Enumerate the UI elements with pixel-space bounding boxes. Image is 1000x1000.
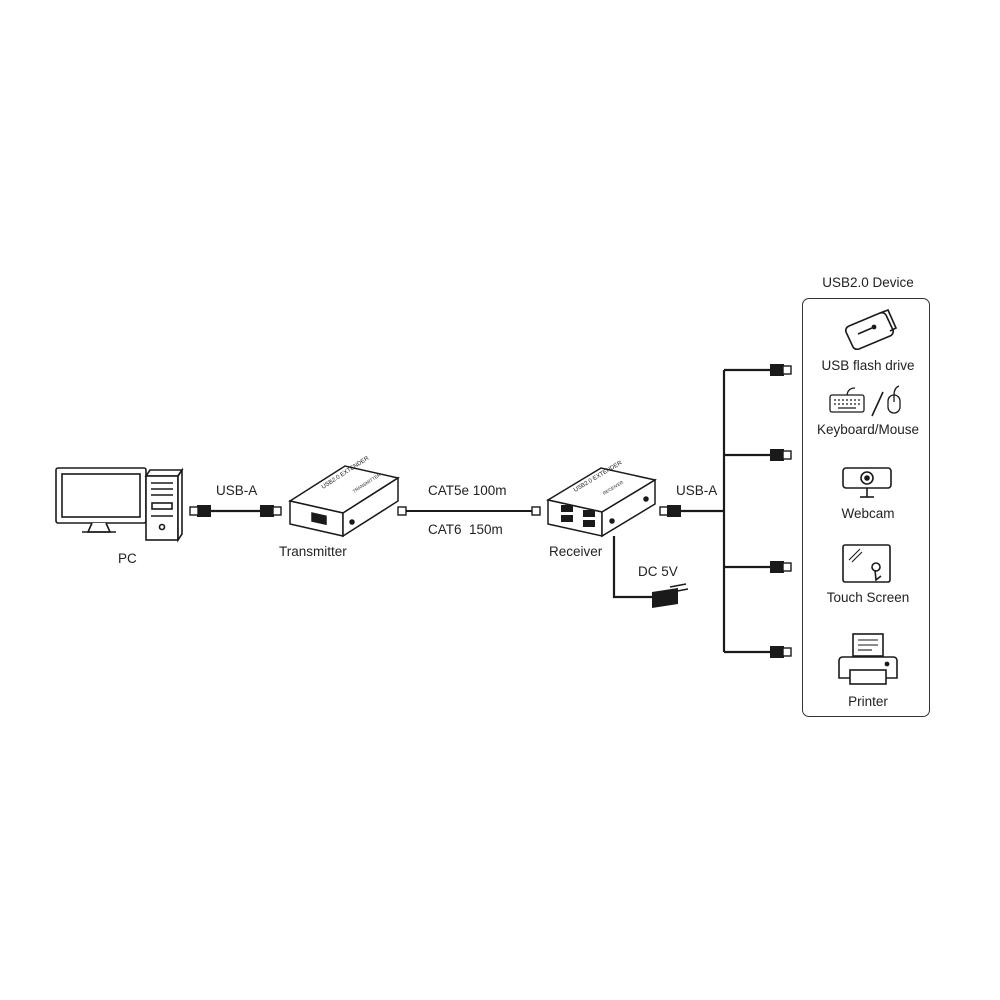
- device-label-touch-screen: Touch Screen: [826, 590, 910, 605]
- receiver-label: Receiver: [549, 544, 603, 559]
- transmitter-label: Transmitter: [279, 544, 347, 559]
- cable-bottom-label: CAT6 150m: [428, 522, 503, 537]
- usb-cable-left: [189, 505, 282, 517]
- power-adapter-icon: [612, 536, 689, 608]
- keyboard-mouse-icon: [829, 385, 901, 417]
- receiver-device-icon: USB2.0 EXTENDER RECEIVER: [546, 460, 657, 538]
- usb-left-label: USB-A: [216, 483, 258, 498]
- webcam-icon: [842, 467, 892, 498]
- power-label: DC 5V: [638, 564, 678, 579]
- device-label-printer: Printer: [848, 694, 888, 709]
- usb-right-label: USB-A: [676, 483, 718, 498]
- pc-tower-icon: [144, 467, 184, 543]
- network-cable: [397, 506, 541, 516]
- device-label-usb-flash-drive: USB flash drive: [821, 358, 915, 373]
- usb-hub-cable: [659, 364, 792, 658]
- transmitter-device-icon: USB2.0 EXTENDER TRANSMITTER: [288, 455, 400, 538]
- device-label-keyboard-mouse: Keyboard/Mouse: [816, 422, 920, 437]
- touch-screen-icon: [842, 544, 891, 583]
- cable-top-label: CAT5e 100m: [428, 483, 507, 498]
- device-panel-title: USB2.0 Device: [822, 275, 914, 290]
- usb-flash-drive-icon: [845, 308, 898, 351]
- printer-icon: [838, 633, 898, 685]
- pc-monitor-icon: [55, 467, 147, 533]
- device-label-webcam: Webcam: [841, 506, 895, 521]
- pc-label: PC: [118, 551, 137, 566]
- usb-device-panel: [802, 298, 930, 717]
